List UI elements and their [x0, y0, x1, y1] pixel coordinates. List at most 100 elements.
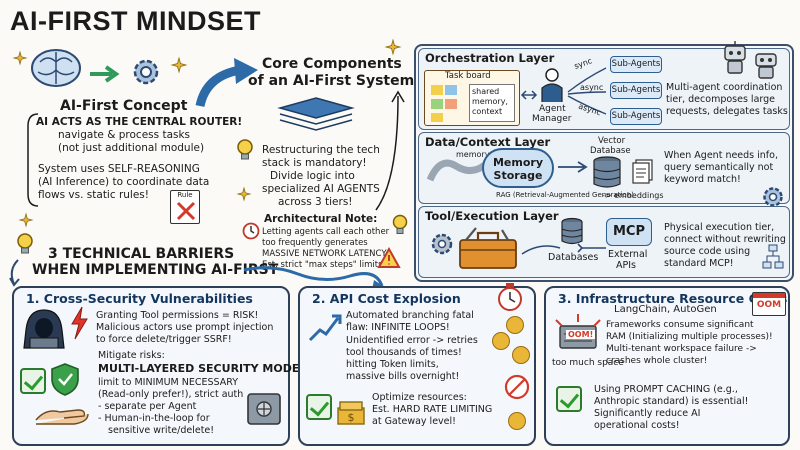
layer-description: Multi-agent coordination	[666, 82, 783, 93]
embeddings-label: -> embeddings	[602, 191, 664, 200]
note-line: MASSIVE NETWORK LATENCY!	[262, 249, 390, 259]
core-body: across 3 tiers!	[278, 196, 353, 208]
barrier-text: limit to MINIMUM NECESSARY	[98, 377, 239, 388]
brain-icon	[31, 49, 81, 87]
stopwatch-icon	[498, 283, 522, 311]
barrier-title: 1. Cross-Security Vulnerabilities	[26, 291, 253, 306]
barrier-text: Automated branching fatal	[346, 310, 474, 321]
shared-memory-note: shared memory, context	[469, 84, 515, 122]
sticky-note	[431, 85, 443, 95]
note-line: too frequently generates	[262, 238, 368, 248]
core-body: specialized AI AGENTS	[262, 183, 380, 195]
svg-text:$: $	[348, 411, 355, 424]
sticky-note	[431, 99, 443, 109]
arrow-right-icon	[558, 161, 588, 173]
checkmark-icon	[306, 394, 332, 420]
big-curved-arrow	[195, 58, 258, 108]
core-heading: of an AI-First System	[248, 73, 415, 89]
barrier-text: tool thousands of times!	[346, 347, 462, 358]
mcp-box: MCP	[606, 218, 652, 246]
layer-title: Orchestration Layer	[425, 51, 555, 65]
note-title: Architectural Note:	[264, 213, 378, 225]
vector-db-label: Vector	[598, 136, 626, 146]
sub-agents-box: Sub-Agents	[610, 82, 662, 99]
barrier-text: (Read-only prefer!), strict auth	[98, 389, 244, 400]
sparkle-icon	[384, 38, 402, 56]
barrier-title: 2. API Cost Explosion	[312, 291, 461, 306]
layer-description: connect without rewriting	[664, 234, 786, 245]
shared-memory-text: shared	[472, 87, 500, 96]
warning-icon	[377, 246, 401, 268]
robot-icon	[724, 41, 746, 74]
curved-arrow	[9, 259, 20, 287]
layer-description: When Agent needs info,	[664, 150, 778, 161]
barrier-text: Multi-tenant workspace failure ->	[606, 344, 757, 354]
mcp-label: MCP	[612, 224, 645, 239]
layer-description: requests, delegates tasks	[666, 106, 788, 117]
page-title: AI-FIRST MINDSET	[10, 6, 261, 36]
gear-icon	[133, 59, 159, 85]
barrier-text: at Gateway level!	[372, 416, 456, 427]
concept-line: flows vs. static rules!	[38, 189, 149, 201]
barriers-heading: WHEN IMPLEMENTING AI-FIRST	[32, 262, 279, 278]
lightning-icon	[71, 306, 88, 340]
agent-label: Manager	[532, 114, 572, 124]
barrier-text: Frameworks consume significant	[606, 320, 754, 330]
sticky-note	[445, 99, 457, 109]
hand-icon	[35, 409, 89, 425]
checkmark-icon	[20, 368, 46, 394]
barrier-text: - separate per Agent	[98, 401, 197, 412]
barrier-text: Unidentified error -> retries	[346, 335, 478, 346]
barrier-text: Est. HARD RATE LIMITING	[372, 404, 493, 415]
task-board: Task board shared memory, context	[424, 70, 520, 126]
sub-agents-box: Sub-Agents	[610, 108, 662, 125]
async-label: async	[580, 83, 604, 92]
barrier-text: massive bills overnight!	[346, 371, 460, 382]
arrow-right-icon	[90, 65, 120, 83]
frameworks-label: LangChain, AutoGen	[614, 304, 717, 315]
barrier-text: operational costs!	[594, 420, 680, 431]
external-apis-label: APIs	[616, 260, 636, 271]
coin-icon	[512, 346, 530, 364]
concept-line: (AI Inference) to coordinate data	[38, 176, 210, 188]
task-board-label: Task board	[445, 71, 491, 81]
database-icon	[593, 156, 621, 188]
note-line: Letting agents call each other	[262, 227, 390, 237]
memory-label: memory	[456, 150, 490, 159]
network-icon	[762, 244, 784, 269]
safe-icon	[247, 393, 281, 425]
barrier-text: Malicious actors use prompt injection	[96, 322, 274, 333]
lightbulb-icon	[17, 233, 33, 254]
barrier-text: - Human-in-the-loop for	[98, 413, 210, 424]
shared-memory-text: memory,	[472, 97, 508, 106]
delegation-arrows	[567, 67, 607, 115]
sparkle-icon	[18, 212, 34, 228]
barrier-text: Mitigate risks:	[98, 350, 165, 361]
sparkle-icon	[236, 186, 252, 202]
concept-line: System uses SELF-REASONING	[38, 163, 200, 175]
no-loop-icon	[504, 374, 530, 400]
server-oom-badge: OOM!	[566, 330, 596, 339]
core-body: Restructuring the tech	[262, 144, 380, 156]
layer-description: tier, decomposes large	[666, 94, 775, 105]
robot-icon	[755, 53, 777, 79]
barrier-text: flaw: INFINITE LOOPS!	[346, 322, 450, 333]
sticky-note	[445, 85, 457, 95]
document-stack-icon	[632, 159, 653, 184]
memory-storage-text: Memory	[492, 156, 544, 169]
database-icon	[561, 217, 583, 245]
layer-title: Data/Context Layer	[425, 135, 551, 149]
hacker-icon	[23, 309, 65, 349]
note-line: Est. strict "max steps" limits!	[262, 260, 386, 270]
rule-label: Rule	[177, 191, 193, 199]
space-label: too much space	[552, 358, 624, 368]
sparkle-icon	[12, 50, 28, 66]
memory-storage-text: Storage	[493, 169, 543, 182]
layer-description: query semantically not	[664, 162, 774, 173]
memory-stream	[426, 159, 489, 182]
lightbulb-icon	[237, 139, 253, 160]
agent-person-icon	[541, 68, 563, 102]
data-context-layer: Data/Context Layer	[418, 132, 790, 204]
double-arrow	[520, 90, 538, 100]
toolbox-icon	[459, 227, 517, 269]
